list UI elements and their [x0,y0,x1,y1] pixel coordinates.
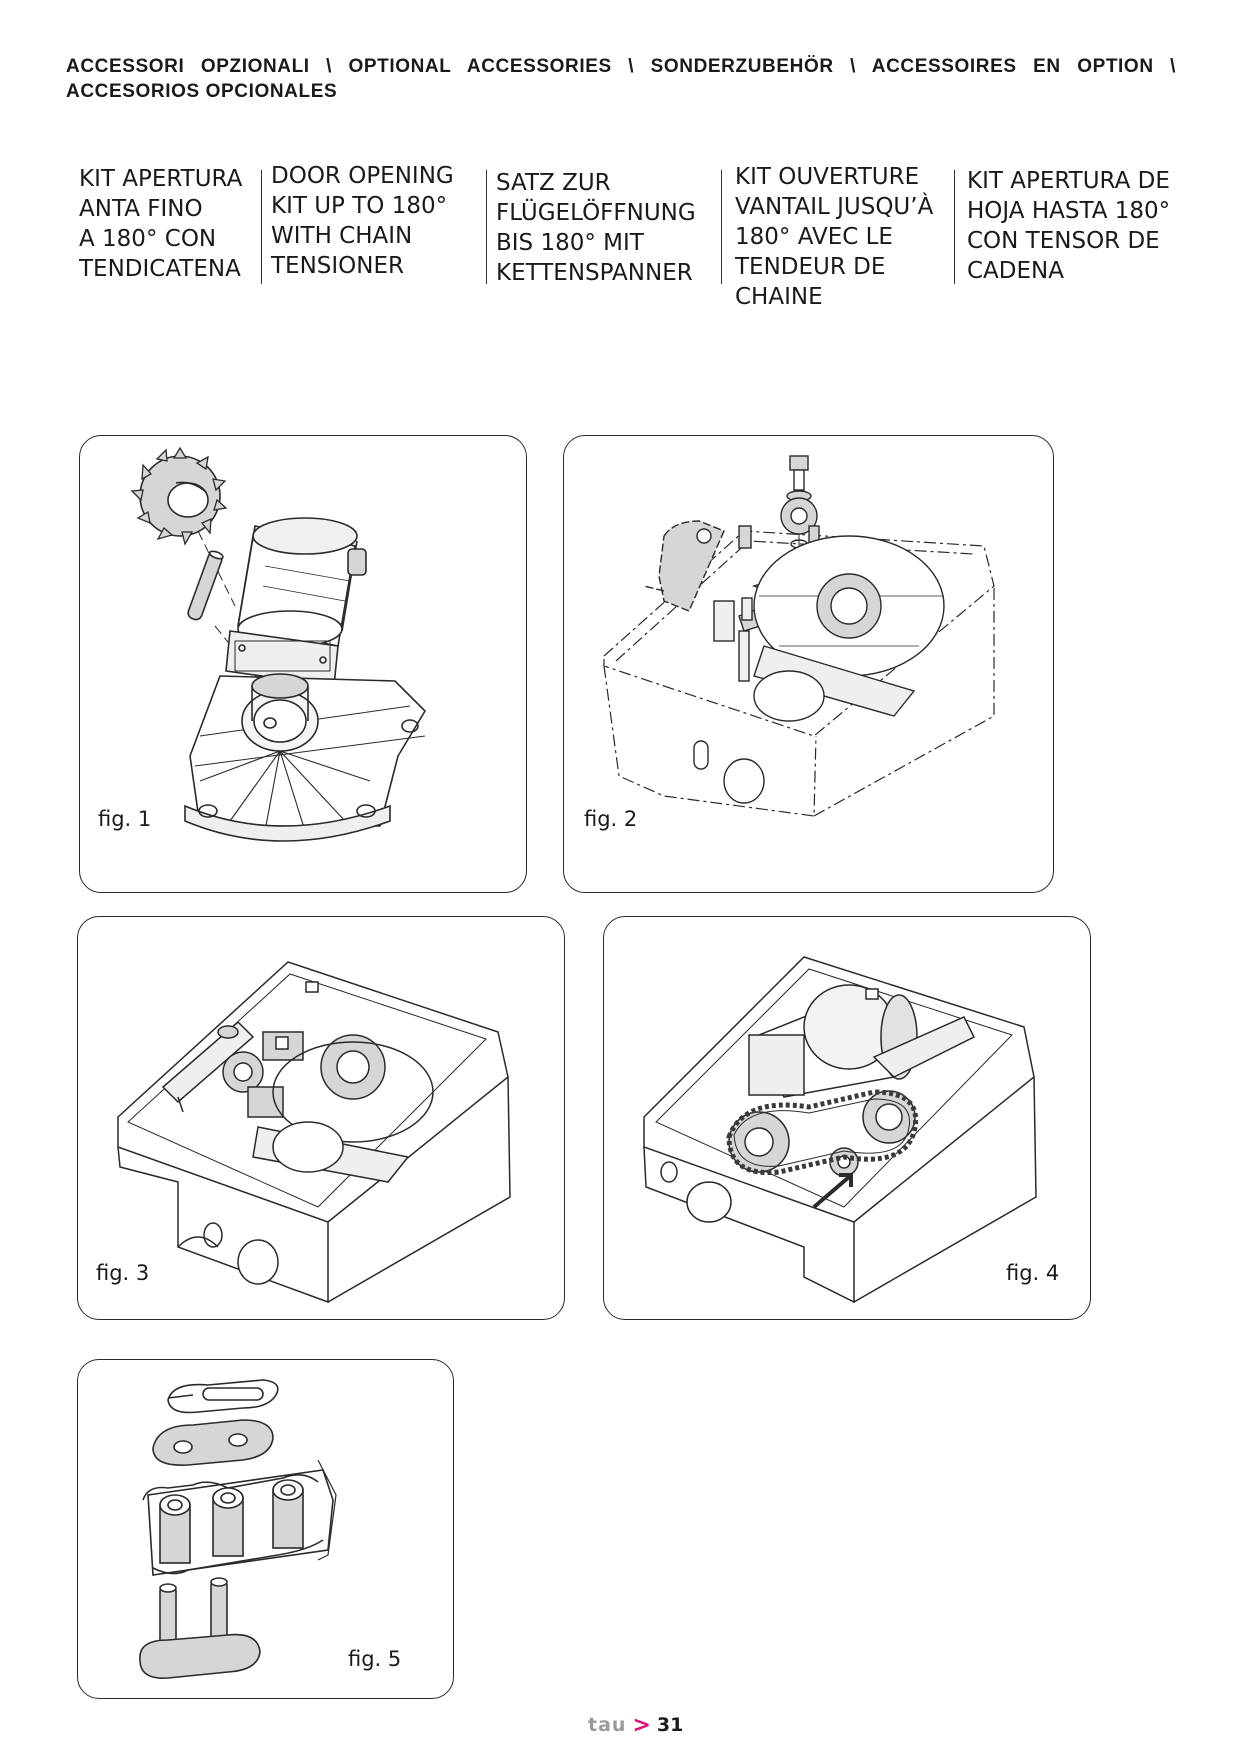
title-spanish: KIT APERTURA DE HOJA HASTA 180° CON TENS… [967,168,1171,284]
page-footer: tau > 31 [588,1712,683,1738]
figure-1-panel: fig. 1 [79,435,527,893]
header-line-2: ACCESORIOS OPCIONALES [66,81,338,102]
title-english: DOOR OPENING KIT UP TO 180° WITH CHAIN T… [271,163,454,279]
column-divider [486,170,487,284]
title-french: KIT OUVERTURE VANTAIL JUSQU’À 180° AVEC … [735,164,934,310]
section-header: ACCESSORI OPZIONALI \ OPTIONAL ACCESSORI… [66,54,1176,104]
figure-4-panel: fig. 4 [603,916,1091,1320]
chain-master-link-illustration [139,1379,337,1679]
title-italian: KIT APERTURA ANTA FINO A 180° CON TENDIC… [79,166,243,282]
figure-1-label: fig. 1 [98,807,152,831]
column-divider [721,170,722,284]
column-divider [261,170,262,284]
figure-2-panel: fig. 2 [563,435,1054,893]
page-number: 31 [656,1714,684,1736]
housing-with-sprockets-illustration [117,961,511,1304]
housing-with-chain-illustration [643,956,1037,1304]
figure-3-label: fig. 3 [96,1261,150,1285]
figure-5-label: fig. 5 [348,1647,402,1671]
chevron-right-icon: > [632,1712,651,1738]
motor-gearbox-sprocket-illustration [130,446,427,842]
figure-4-label: fig. 4 [1006,1261,1060,1285]
figure-5-panel: fig. 5 [77,1359,454,1699]
brand-logo: tau [588,1714,627,1736]
figure-3-panel: fig. 3 [77,916,565,1320]
figure-2-label: fig. 2 [584,807,638,831]
exploded-kit-assembly-illustration [603,455,995,817]
title-german: SATZ ZUR FLÜGELÖFFNUNG BIS 180° MIT KETT… [496,170,696,286]
header-line-1: ACCESSORI OPZIONALI \ OPTIONAL ACCESSORI… [66,56,1176,77]
column-divider [954,170,955,284]
